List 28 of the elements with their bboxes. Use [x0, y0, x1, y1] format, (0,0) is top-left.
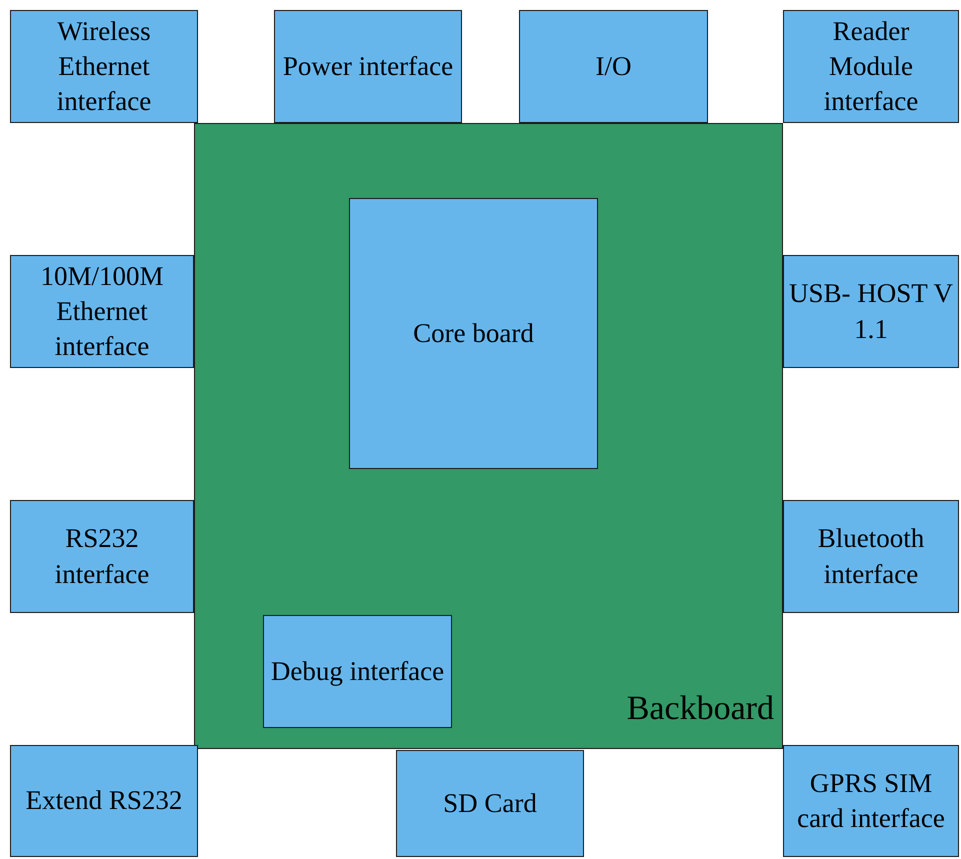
backboard-panel [194, 123, 783, 749]
module-box [10, 745, 198, 857]
module-box [783, 255, 959, 368]
module-label: Bluetooth interface [816, 522, 926, 590]
module-box [396, 750, 584, 857]
module-label: USB- HOST V 1.1 [788, 277, 954, 346]
module-label: Core board [412, 316, 535, 350]
module-label: GPRS SIM card interface [796, 766, 946, 835]
module-box [263, 615, 452, 728]
panel-title: Backboard [626, 690, 774, 728]
module-box [349, 198, 598, 469]
module-box [10, 500, 194, 613]
module-label: Wireless Ethernet interface [56, 14, 152, 118]
module-label: 10M/100M Ethernet interface [39, 260, 165, 364]
module-label: RS232 interface [54, 522, 150, 590]
module-label: Power interface [282, 50, 454, 83]
module-box [783, 500, 959, 613]
module-label: Reader Module interface [822, 14, 920, 118]
module-box [10, 10, 198, 123]
module-label: I/O [594, 50, 632, 83]
module-label: Debug interface [270, 654, 446, 688]
module-box [783, 745, 959, 857]
module-label: Extend RS232 [24, 784, 184, 818]
module-box [10, 255, 194, 368]
module-box [274, 10, 462, 123]
module-box [783, 10, 959, 123]
module-label: SD Card [442, 786, 538, 820]
module-box [519, 10, 708, 123]
